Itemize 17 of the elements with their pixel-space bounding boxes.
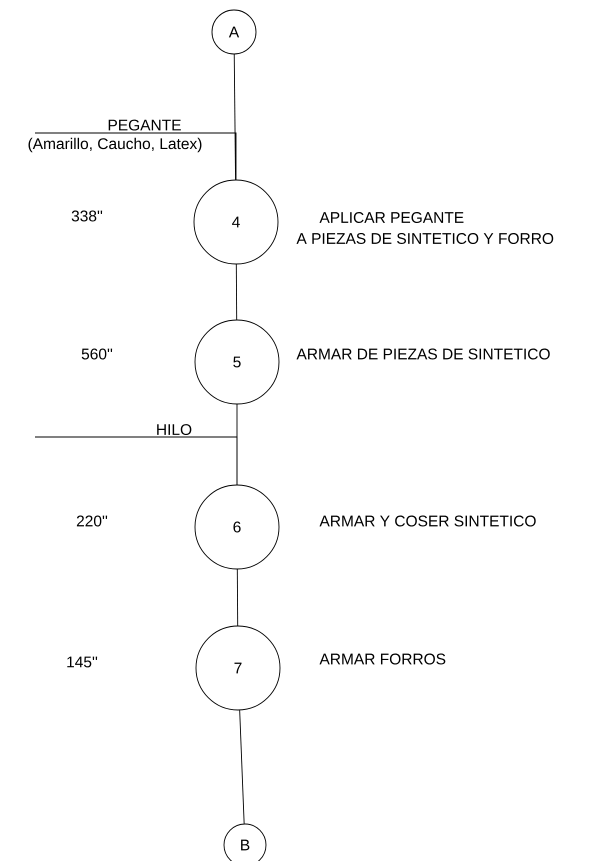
operation-description: APLICAR PEGANTE A PIEZAS DE SINTETICO Y FORRO [296,212,554,244]
material-label: PEGANTE [108,120,181,131]
flow-line [234,54,236,180]
time-label: 338'' [72,210,102,222]
flow-line [239,710,245,824]
flow-line [236,264,238,320]
material-label: (Amarillo, Caucho, Latex) [28,138,202,152]
material-input-line [34,132,236,180]
time-label: 560'' [82,348,112,360]
time-label: 145'' [67,656,98,668]
material-input-line [34,436,238,485]
material-label: HILO [157,424,192,436]
time-label: 220'' [76,516,108,526]
flow-line [236,569,238,626]
operation-description: ARMAR Y COSER SINTETICO [319,516,536,526]
operation-description: ARMAR FORROS [319,654,446,664]
operation-description: ARMAR DE PIEZAS DE SINTETICO [296,348,550,360]
